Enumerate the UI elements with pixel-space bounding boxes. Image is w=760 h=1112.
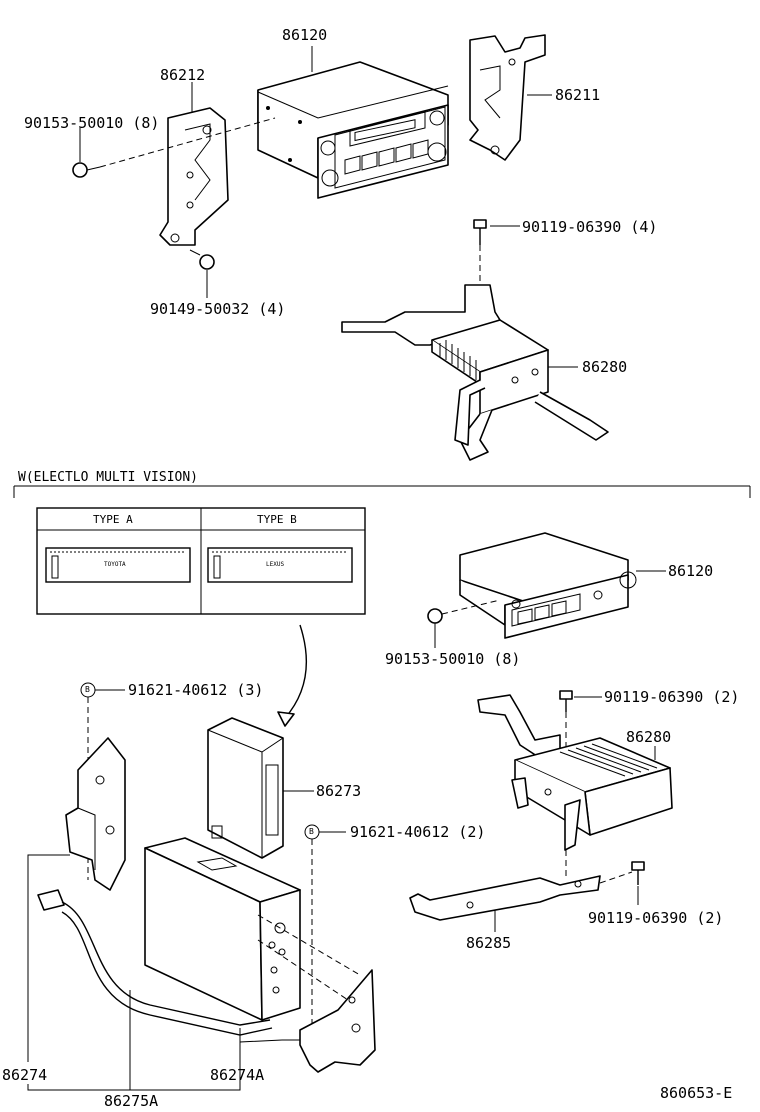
type-a-label-image: TOYOTA	[45, 547, 191, 583]
type-b-brand: LEXUS	[266, 561, 284, 568]
label-bracket-86285: 86285	[466, 934, 511, 952]
bolt-b1-marker: B	[85, 685, 90, 694]
label-bolt-top-right: 90119-06390 (4)	[522, 218, 657, 236]
label-bracket-86274a: 86274A	[210, 1066, 264, 1084]
label-screw-bottom-radio: 90153-50010 (8)	[385, 650, 520, 668]
bracket-86285	[409, 875, 601, 921]
section-title: W(ELECTLO MULTI VISION)	[18, 470, 198, 485]
type-a-brand: TOYOTA	[104, 561, 126, 568]
label-module: 86273	[316, 782, 361, 800]
type-b-label-image: LEXUS	[207, 547, 353, 583]
label-cable-86275a: 86275A	[104, 1092, 158, 1110]
label-bolt-amp-bottom: 90119-06390 (2)	[604, 688, 739, 706]
amplifier-86280-bottom	[477, 694, 673, 851]
label-bracket-86212: 86212	[160, 66, 205, 84]
radio-86120-bottom	[459, 532, 637, 639]
module-86273	[207, 717, 284, 859]
bolt-b2-marker: B	[309, 827, 314, 836]
leader-86274	[27, 854, 70, 1062]
bracket-86211	[469, 34, 546, 161]
diagram-id: 860653-E	[660, 1084, 732, 1102]
label-amp-top: 86280	[582, 358, 627, 376]
label-bracket-86211: 86211	[555, 86, 600, 104]
label-screw-90149: 90149-50032 (4)	[150, 300, 285, 318]
label-radio-bottom: 86120	[668, 562, 713, 580]
label-bracket-86274: 86274	[2, 1066, 47, 1084]
bracket-86212	[159, 107, 229, 246]
screw-90149	[189, 249, 215, 270]
bolt-90119-86285	[631, 861, 645, 885]
bolt-90119-amp	[559, 690, 573, 712]
callout-arrow	[284, 624, 308, 719]
type-table	[36, 507, 366, 615]
screw-90153-top	[72, 162, 101, 178]
bolt-90119-top	[473, 219, 487, 245]
nav-unit	[144, 837, 301, 1021]
label-type-a: TYPE A	[93, 513, 133, 526]
radio-86120-top	[257, 61, 449, 199]
bolt-b2: B	[304, 824, 320, 840]
bolt-b1: B	[80, 682, 96, 698]
label-bolt-b1: 91621-40612 (3)	[128, 681, 263, 699]
label-amp-bottom: 86280	[626, 728, 671, 746]
label-screw-top-left: 90153-50010 (8)	[24, 114, 159, 132]
leader-86275a	[27, 1028, 241, 1091]
label-bolt-86285: 90119-06390 (2)	[588, 909, 723, 927]
bracket-86274a	[282, 969, 376, 1073]
label-type-b: TYPE B	[257, 513, 297, 526]
amplifier-86280-top	[341, 284, 609, 461]
label-bolt-b2: 91621-40612 (2)	[350, 823, 485, 841]
cable-86275a	[37, 889, 273, 1036]
screw-90153-bottom	[427, 608, 443, 624]
bracket-86274	[65, 737, 126, 891]
label-radio-top: 86120	[282, 26, 327, 44]
